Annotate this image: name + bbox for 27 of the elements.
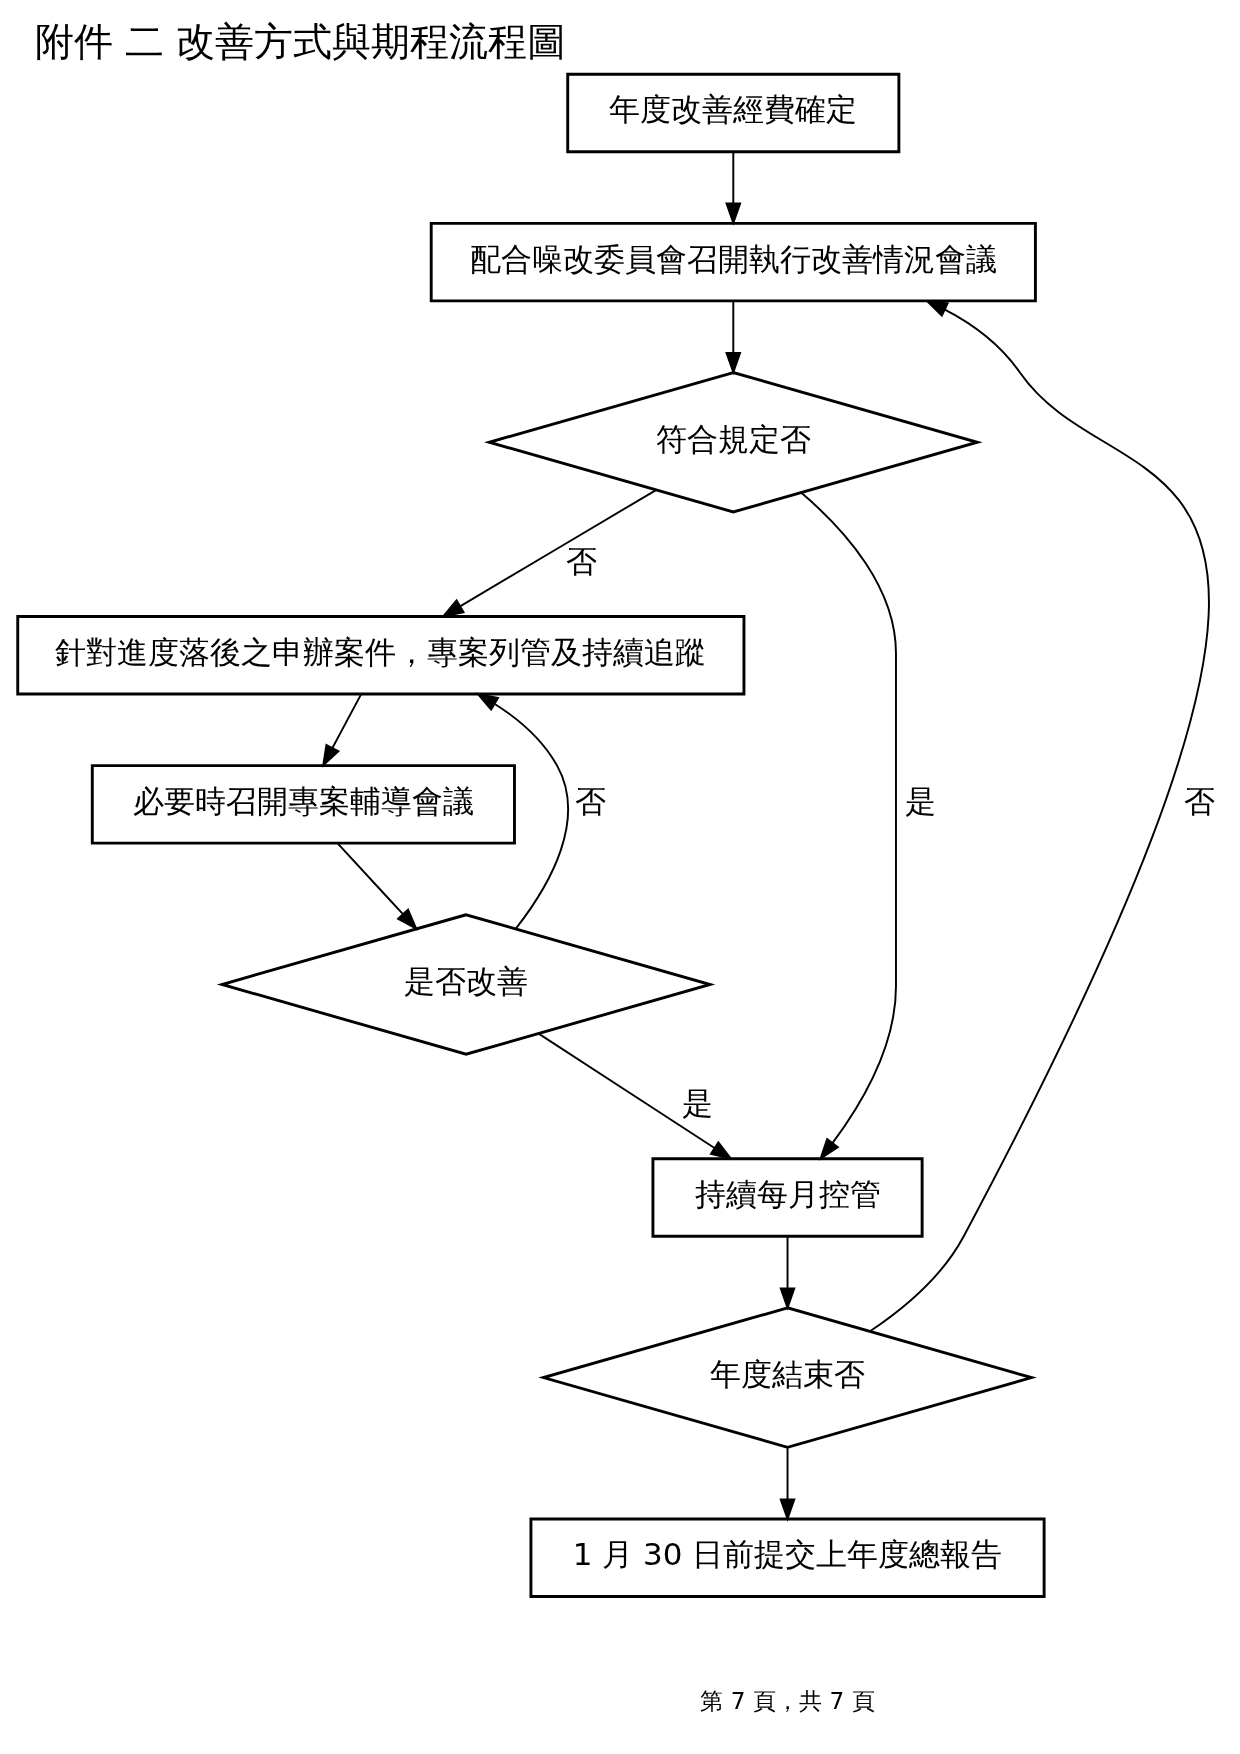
arrow [799,491,897,1161]
node-box: 年度改善經費確定 [565,72,900,154]
edge-label: 否 [1183,782,1215,819]
edge-label: 是 [904,782,936,819]
arrow [724,300,741,376]
node-box: 持續每月控管 [651,1157,924,1238]
arrow [869,299,1210,1332]
node-diamond: 年度結束否 [537,1306,1037,1449]
node-box: 配合噪改委員會召開執行改善情況會議 [429,221,1037,303]
arrow [724,151,741,226]
edge-label: 是 [681,1084,713,1121]
arrow [537,1032,733,1161]
arrow [474,692,569,930]
edge-label: 否 [565,542,597,579]
node-diamond: 是否改善 [216,913,715,1056]
arrow [440,489,657,618]
node-box: 必要時召開專案輔導會議 [90,764,516,845]
node-box: 1 月 30 日前提交上年度總報告 [528,1517,1046,1598]
edge-label: 否 [574,782,606,819]
node-diamond: 符合規定否 [483,371,983,514]
diagram-title: 附件 二 改善方式與期程流程圖 [34,18,566,64]
arrow [778,1446,796,1522]
arrow [778,1235,796,1311]
label: 第 7 頁，共 7 頁 [699,1686,875,1714]
arrow [321,693,362,768]
node-box: 針對進度落後之申辦案件，專案列管及持續追蹤 [15,615,745,696]
arrow [336,842,418,931]
